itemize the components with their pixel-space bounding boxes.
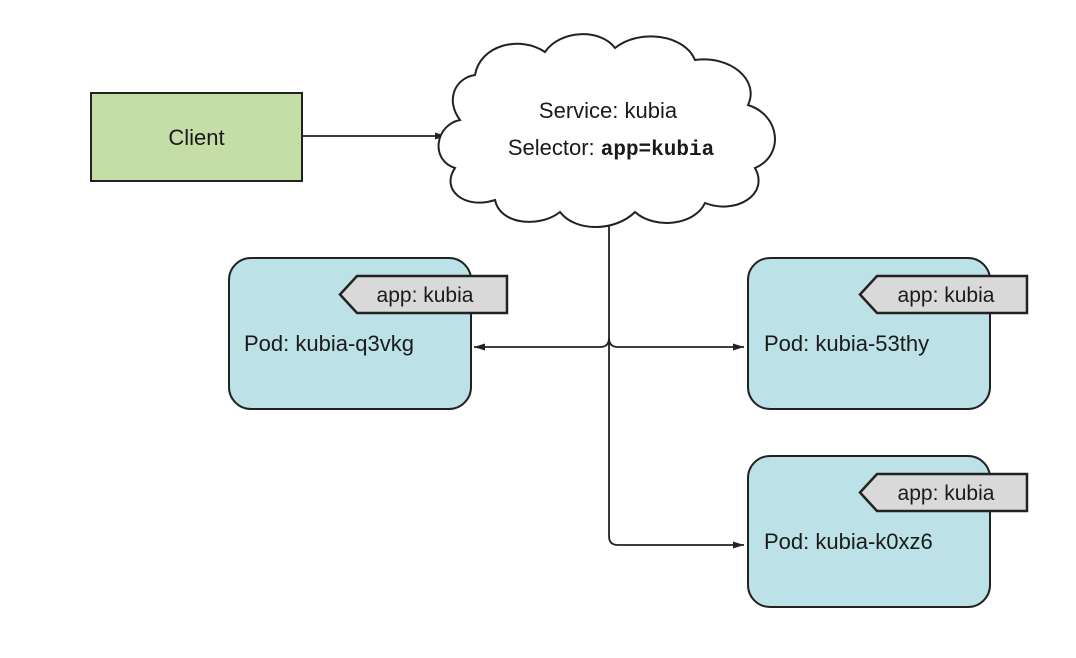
- pod-label-tag: [858, 472, 1029, 513]
- service-selector-label: Selector:: [508, 135, 601, 160]
- pod-label-text: app: kubia: [898, 482, 995, 505]
- pod-name: Pod: kubia-53thy: [764, 331, 929, 356]
- pod-label-text: app: kubia: [377, 284, 474, 307]
- client-node: Client: [90, 92, 303, 182]
- pod-name: Pod: kubia-k0xz6: [764, 529, 933, 554]
- arrow-to-pod-k0xz6: [608, 338, 744, 549]
- service-name-label: Service: kubia: [539, 98, 678, 123]
- pod-label-text: app: kubia: [898, 284, 995, 307]
- service-to-pods-connectors: [474, 226, 744, 549]
- client-box: [90, 92, 303, 182]
- pod-q3vkg: app: kubia Pod: kubia-q3vkg: [228, 257, 509, 410]
- pod-label-tag: [338, 274, 509, 315]
- service-selector-value: app=kubia: [601, 139, 715, 162]
- service-cloud-shape: [437, 33, 776, 228]
- pod-53thy: app: kubia Pod: kubia-53thy: [747, 257, 1029, 410]
- arrow-to-pod-q3vkg: [474, 337, 610, 351]
- pod-name: Pod: kubia-q3vkg: [244, 331, 414, 356]
- service-selector-line: Selector: app=kubia: [508, 135, 715, 162]
- service-node: Service: kubia Selector: app=kubia: [437, 33, 776, 228]
- arrow-to-pod-53thy: [608, 337, 744, 351]
- pod-k0xz6: app: kubia Pod: kubia-k0xz6: [747, 455, 1029, 608]
- client-label: Client: [168, 125, 224, 150]
- pod-label-tag: [858, 274, 1029, 315]
